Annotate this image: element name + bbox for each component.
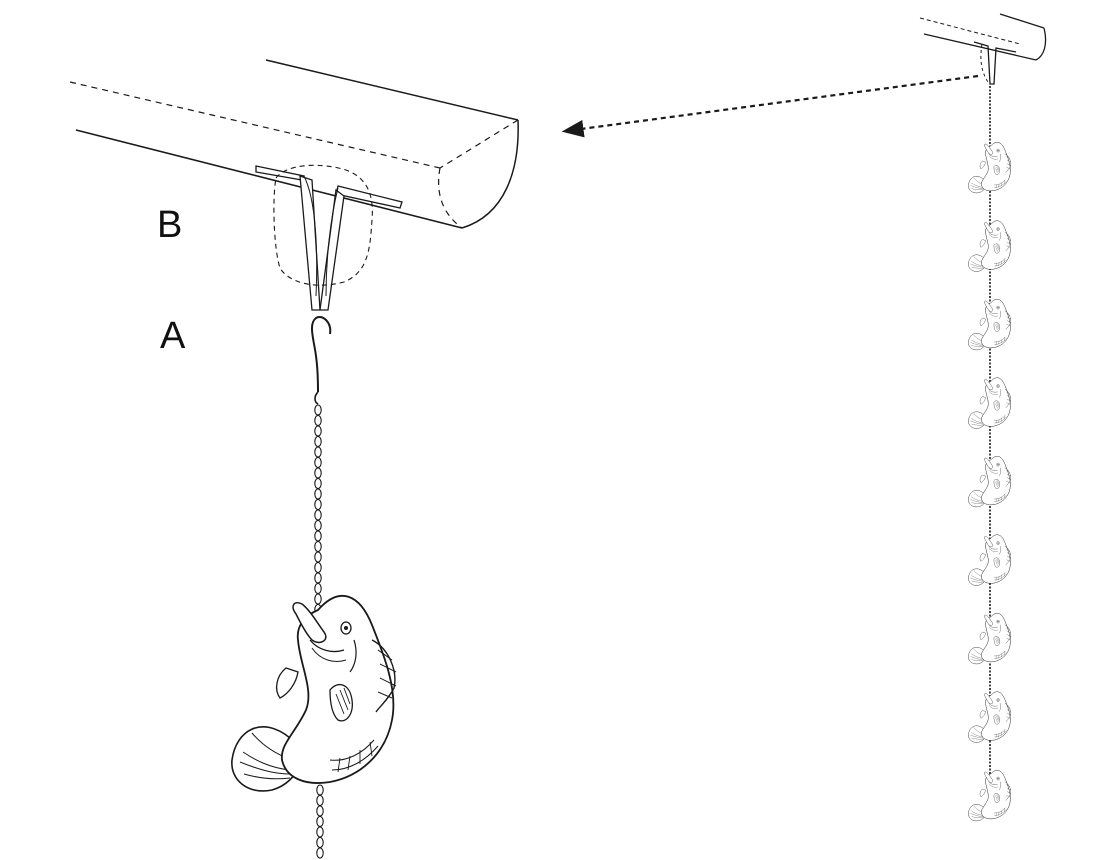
chain-bead [314, 519, 322, 532]
chain-bead [314, 593, 322, 605]
chain-bead [316, 847, 324, 859]
small-fish-icon [968, 769, 1012, 822]
chain-bead [314, 477, 322, 490]
chain-bead [314, 425, 322, 437]
small-fish-icon [968, 612, 1012, 665]
chain-bead [314, 414, 322, 427]
dashed-arrow-icon [561, 74, 979, 138]
small-fish-chain [968, 86, 1012, 822]
chain-bead [314, 551, 322, 563]
gutter-icon [69, 59, 519, 229]
chain-bead [314, 572, 322, 584]
small-fish-icon [968, 298, 1012, 351]
chain-bead [314, 509, 322, 521]
chain-bead [314, 435, 322, 448]
chain-bead [314, 446, 322, 458]
fish-icon [230, 594, 397, 792]
small-fish-icon [968, 377, 1012, 429]
chain-bead [316, 805, 324, 817]
bead-chain-lower [316, 784, 324, 859]
chain-bead [316, 826, 324, 838]
detail-view: B A [69, 59, 519, 859]
s-hook-icon [310, 316, 332, 405]
small-fish-icon [968, 455, 1012, 508]
label-b: B [157, 204, 182, 246]
chain-bead [316, 784, 324, 796]
small-fish-icon [968, 691, 1012, 743]
bead-chain-upper [314, 404, 322, 616]
small-hanger-clip-icon [973, 41, 1017, 85]
chain-bead [314, 467, 322, 479]
chain-bead [314, 498, 322, 511]
chain-bead [316, 815, 324, 828]
overview-view [919, 13, 1047, 822]
chain-bead [314, 456, 322, 469]
small-gutter-icon [919, 13, 1047, 61]
chain-bead [314, 488, 322, 500]
v-hanger-clip-icon [255, 164, 403, 311]
chain-bead [314, 561, 322, 574]
chain-bead [316, 794, 324, 807]
chain-bead [314, 582, 322, 595]
small-fish-icon [968, 534, 1012, 586]
chain-bead [314, 404, 322, 416]
chain-bead [314, 530, 322, 542]
chain-bead [316, 836, 324, 849]
small-fish-icon [968, 141, 1012, 194]
small-fish-icon [968, 220, 1012, 272]
label-a: A [160, 315, 186, 357]
chain-bead [314, 540, 322, 553]
